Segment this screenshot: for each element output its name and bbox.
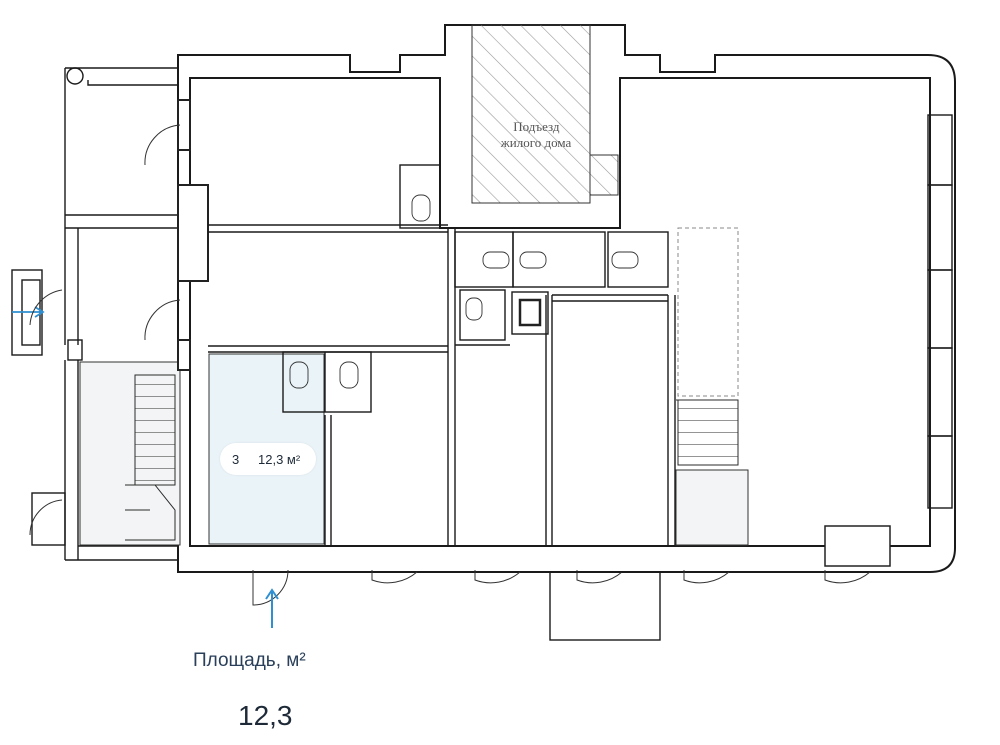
right-stair-area <box>675 469 749 546</box>
bottom-doors <box>252 569 871 641</box>
room-number: 3 <box>232 451 240 467</box>
arrow-up-icon <box>265 588 279 628</box>
area-value: 12,3 <box>238 700 293 731</box>
wc-blocks <box>282 164 669 413</box>
room-area: 12,3 м² <box>258 451 301 467</box>
columns <box>177 99 209 371</box>
area-label: Площадь, м² <box>193 650 306 671</box>
partitions <box>208 195 676 545</box>
windows-right <box>927 114 953 509</box>
arrow-right-icon <box>12 306 45 318</box>
entrance-label: Подъезд жилого дома <box>500 119 572 150</box>
room-badge[interactable]: 3 12,3 м² <box>220 443 316 475</box>
shaft-hatch <box>589 154 619 196</box>
right-stair-flight <box>677 399 739 466</box>
interior-doors <box>29 124 181 536</box>
right-stair-flight-dashed <box>677 227 739 397</box>
porch <box>824 525 891 567</box>
residential-entrance-hatch <box>471 24 591 204</box>
left-stair-flight <box>134 374 176 486</box>
outer-walls <box>177 24 956 573</box>
